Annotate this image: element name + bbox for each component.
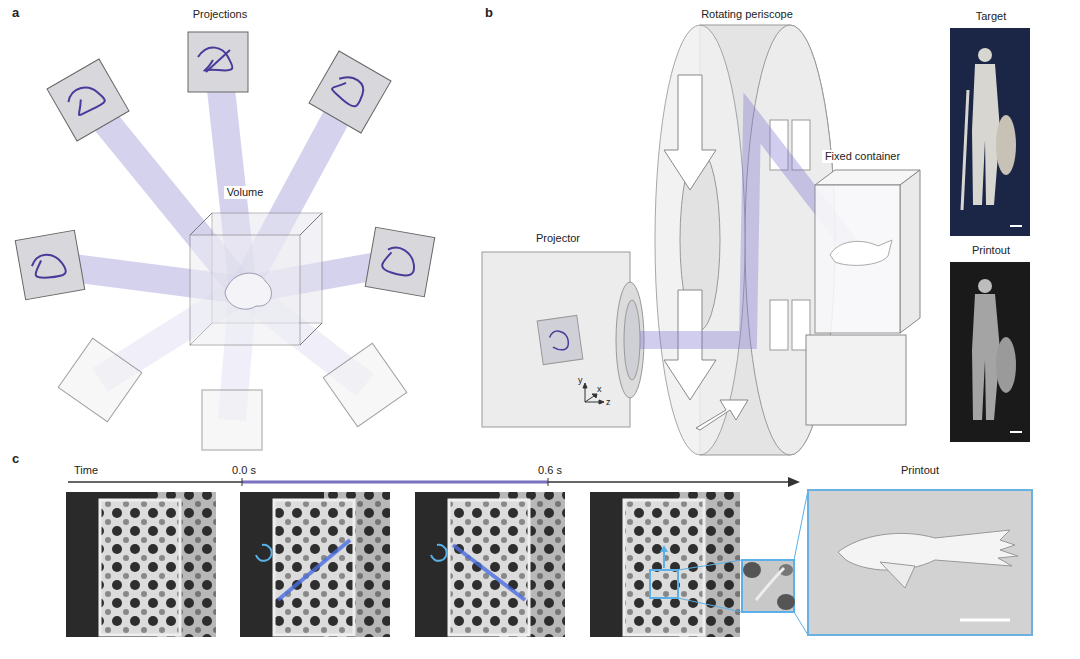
volume-cube-box: Volume xyxy=(180,186,310,354)
volume-cube xyxy=(190,213,322,345)
part-label: Rotating periscope xyxy=(699,8,795,21)
axis-label: y xyxy=(578,374,583,387)
fixed-container xyxy=(806,170,920,425)
panel-letter: c xyxy=(12,452,19,465)
target-photo xyxy=(950,28,1030,236)
projector-body xyxy=(482,252,644,427)
time-axis xyxy=(68,477,800,487)
time-tick: 0.6 s xyxy=(536,464,564,477)
printout-photo xyxy=(950,262,1030,442)
part-label: Projections xyxy=(191,8,249,21)
container-box: Fixed container xyxy=(805,150,920,335)
photo-panel: Printout xyxy=(806,464,1034,637)
photo-panel: Printout xyxy=(946,244,1036,444)
axis-label: z xyxy=(606,396,611,409)
node-heading: Printout xyxy=(969,244,1013,257)
time-tick: 0.0 s xyxy=(230,464,258,477)
node-heading: Volume xyxy=(224,186,267,199)
axis-label: x xyxy=(597,383,602,396)
squid-printout-photo xyxy=(808,490,1032,635)
projection-screens xyxy=(15,32,435,450)
node-heading: Printout xyxy=(898,464,942,477)
node-heading: Fixed container xyxy=(822,150,903,163)
photo-panel: Target xyxy=(946,10,1036,238)
video-frames xyxy=(66,492,740,637)
panel-letter: b xyxy=(485,6,493,19)
panel-letter: a xyxy=(12,6,19,19)
zoom-inset xyxy=(678,490,808,635)
axis-title: Time xyxy=(72,464,100,477)
node-heading: Target xyxy=(973,10,1010,23)
axis-triad xyxy=(583,383,604,404)
part-label: Projector xyxy=(534,232,582,245)
